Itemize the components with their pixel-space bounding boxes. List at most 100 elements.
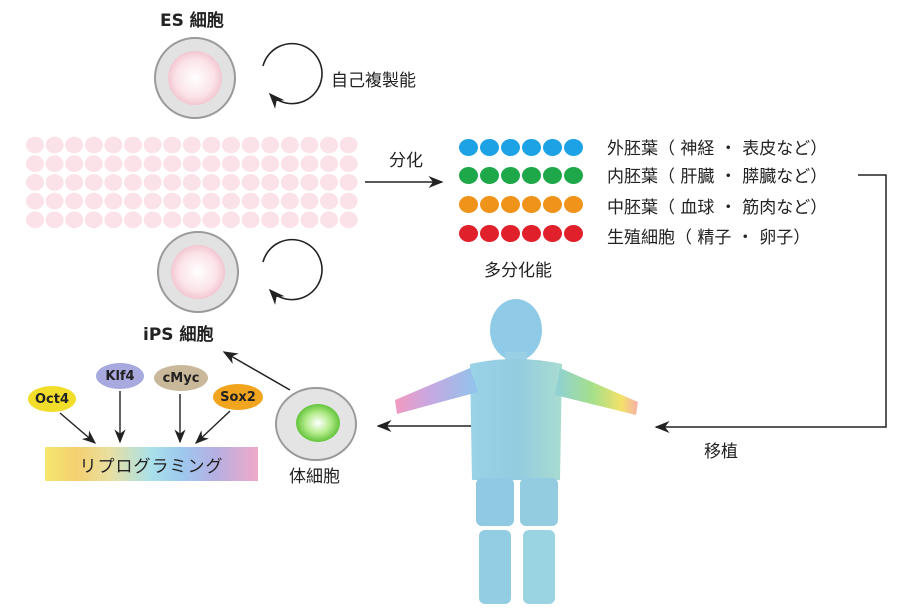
- endoderm-label: 内胚葉（ 肝臓 ・ 膵臓など）: [607, 167, 828, 187]
- colony-cell: [26, 211, 44, 229]
- somatic-to-ips-arrow: [222, 351, 291, 391]
- colony-cell: [280, 155, 299, 172]
- colony-cell: [339, 136, 358, 154]
- colony-cell: [182, 192, 201, 210]
- colony-cell: [182, 211, 201, 229]
- colony-cell: [241, 174, 260, 191]
- germ-layer-dot: [543, 225, 562, 242]
- colony-cell: [182, 136, 201, 154]
- ectoderm-dots: [459, 139, 583, 156]
- reprogramming-label: リプログラミング: [79, 456, 224, 477]
- colony-cell: [84, 155, 103, 172]
- germ-layer-dot: [501, 167, 520, 184]
- colony-cell: [261, 174, 280, 191]
- colony-cell: [163, 211, 182, 229]
- colony-cell: [320, 192, 338, 210]
- colony-cell: [124, 155, 142, 172]
- colony-cell: [241, 211, 260, 229]
- germ-layer-dot: [564, 196, 583, 213]
- ectoderm-label: 外胚葉（ 神経 ・ 表皮など）: [607, 139, 828, 159]
- germ-layer-dot: [564, 167, 583, 184]
- colony-cell: [202, 155, 221, 172]
- mesoderm-label: 中胚葉（ 血球 ・ 筋肉など）: [607, 198, 828, 218]
- germ-layer-dot: [459, 196, 478, 213]
- somatic-cell: [275, 387, 357, 461]
- colony-cell: [182, 155, 201, 172]
- germ-layer-dot: [480, 225, 499, 242]
- germ-cell-dots: [459, 225, 583, 242]
- colony-cell: [222, 211, 240, 229]
- colony-cell: [65, 192, 84, 210]
- germ-layer-dot: [522, 196, 541, 213]
- colony-cell: [300, 174, 319, 191]
- transplant-label: 移植: [704, 442, 738, 462]
- colony-cell: [241, 192, 260, 210]
- colony-cell: [65, 136, 84, 154]
- colony-cell: [280, 192, 299, 210]
- colony-cell: [45, 192, 64, 210]
- colony-cell: [280, 211, 299, 229]
- colony-cell: [261, 211, 280, 229]
- colony-cell: [163, 192, 182, 210]
- colony-cell: [320, 136, 338, 154]
- colony-cell: [320, 155, 338, 172]
- colony-cell: [202, 136, 221, 154]
- colony-cell: [300, 211, 319, 229]
- colony-cell: [143, 174, 162, 191]
- transplant-arrow: [654, 174, 887, 433]
- colony-cell: [45, 136, 64, 154]
- germ-layer-dot: [501, 139, 520, 156]
- germ-layer-dot: [501, 196, 520, 213]
- colony-cell: [320, 174, 338, 191]
- endoderm-dots: [459, 167, 583, 184]
- colony-cell: [163, 174, 182, 191]
- factor-oct4-label: Oct4: [34, 391, 70, 407]
- colony-cell: [280, 174, 299, 191]
- colony-cell: [241, 155, 260, 172]
- pluripotency-label: 多分化能: [484, 261, 552, 281]
- colony-cell: [300, 155, 319, 172]
- colony-cell: [339, 174, 358, 191]
- es-cell-colony: [26, 136, 358, 229]
- colony-cell: [45, 155, 64, 172]
- colony-cell: [339, 211, 358, 229]
- germ-layer-dot: [543, 196, 562, 213]
- colony-cell: [163, 136, 182, 154]
- germ-layer-dot: [564, 225, 583, 242]
- germ-layer-dot: [480, 196, 499, 213]
- colony-cell: [300, 192, 319, 210]
- colony-cell: [65, 211, 84, 229]
- differentiation-label: 分化: [389, 151, 423, 171]
- colony-cell: [84, 192, 103, 210]
- colony-cell: [26, 174, 44, 191]
- factor-arrows: [59, 391, 231, 444]
- colony-cell: [104, 136, 123, 154]
- factor-klf4-label: Klf4: [105, 368, 135, 384]
- germ-layer-dot: [522, 139, 541, 156]
- colony-cell: [65, 174, 84, 191]
- colony-cell: [280, 136, 299, 154]
- colony-cell: [84, 136, 103, 154]
- germ-layer-dot: [459, 139, 478, 156]
- germ-layer-dot: [459, 225, 478, 242]
- es-cell-label: ES 細胞: [160, 11, 224, 31]
- germ-layer-dot: [543, 139, 562, 156]
- colony-cell: [104, 211, 123, 229]
- colony-cell: [143, 155, 162, 172]
- human-figure: [395, 299, 638, 604]
- es-cell-bottom: [157, 231, 239, 313]
- colony-cell: [222, 136, 240, 154]
- self-renewal-label: 自己複製能: [331, 71, 416, 91]
- self-renewal-arrow-bottom: [262, 238, 323, 305]
- colony-cell: [124, 136, 142, 154]
- colony-cell: [104, 192, 123, 210]
- es-cell-top: [154, 37, 236, 119]
- colony-cell: [26, 155, 44, 172]
- colony-cell: [202, 174, 221, 191]
- colony-cell: [124, 174, 142, 191]
- colony-cell: [261, 155, 280, 172]
- colony-cell: [241, 136, 260, 154]
- colony-cell: [261, 192, 280, 210]
- colony-cell: [320, 211, 338, 229]
